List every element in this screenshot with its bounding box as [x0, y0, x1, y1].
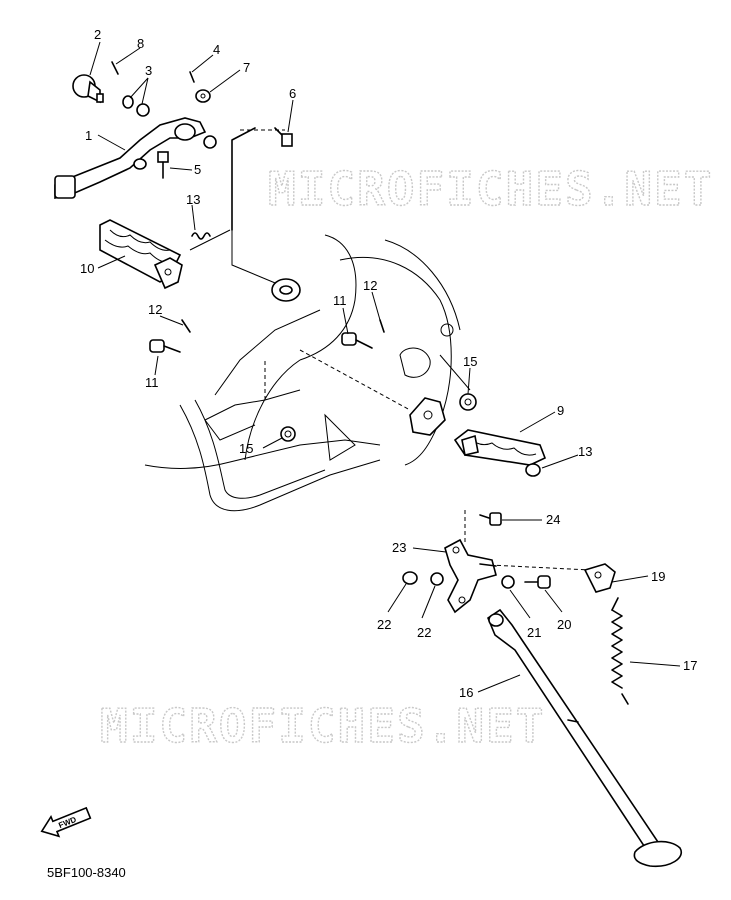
bolt-5: [133, 151, 169, 179]
callout-2: 2: [94, 27, 101, 42]
callout-10: 10: [80, 261, 94, 276]
washer-21: [430, 572, 444, 586]
callout-15-left: 15: [239, 441, 253, 456]
bolt-6: [274, 127, 293, 147]
frame-outline: [144, 229, 471, 512]
collar-20: [501, 575, 515, 589]
callout-14: 13: [186, 192, 200, 207]
sidestand: [487, 608, 683, 868]
spring-14: [191, 232, 211, 240]
nut-22: [402, 571, 418, 585]
brake-pedal: [54, 117, 301, 302]
cotter-pins-12: [181, 319, 385, 333]
leader-lines: [89, 41, 681, 693]
callout-20: 21: [527, 625, 541, 640]
right-footrest: [409, 397, 547, 466]
spring-17: [611, 597, 629, 705]
diagram-code: 5BF100-8340: [47, 865, 126, 880]
spring-13: [525, 463, 541, 477]
callout-17: 17: [683, 658, 697, 673]
callout-15-right: 15: [463, 354, 477, 369]
callout-6: 6: [289, 86, 296, 101]
callout-24: 24: [546, 512, 560, 527]
callout-23: 23: [392, 540, 406, 555]
callout-11-right: 11: [333, 293, 347, 308]
pivot-shaft: [72, 74, 104, 104]
spring-plate-18: [583, 563, 616, 593]
watermark-top: MICROFICHES.NET: [268, 162, 713, 216]
callout-5: 5: [194, 162, 201, 177]
callout-12-right: 12: [363, 278, 377, 293]
callout-labels: 2 8 3 4 7 6 1 5 13 10 12 11 11 12 15 9 1…: [80, 27, 697, 700]
bolts-11: [149, 332, 373, 353]
left-footrest: [99, 219, 183, 290]
bolt-24: [479, 512, 502, 526]
callout-12-left: 12: [148, 302, 162, 317]
bolt-19: [524, 575, 551, 589]
callout-19: 20: [557, 617, 571, 632]
callout-9: 9: [557, 403, 564, 418]
callout-22: 22: [377, 617, 391, 632]
callout-18: 19: [651, 569, 665, 584]
fwd-arrow-icon: FWD: [40, 806, 92, 838]
o-rings: [122, 95, 150, 117]
callout-13: 13: [578, 444, 592, 459]
callout-1: 1: [85, 128, 92, 143]
callout-4: 4: [213, 42, 220, 57]
washer-7: [195, 89, 211, 103]
callout-21: 22: [417, 625, 431, 640]
callout-7: 7: [243, 60, 250, 75]
callout-16: 16: [459, 685, 473, 700]
callout-3: 3: [145, 63, 152, 78]
watermark-bottom: MICROFICHES.NET: [100, 699, 545, 753]
stand-bracket: [444, 538, 497, 614]
callout-11-left: 11: [145, 375, 159, 390]
cotter-pins: [111, 61, 195, 83]
callout-8: 8: [137, 36, 144, 51]
nuts-15: [280, 393, 477, 442]
